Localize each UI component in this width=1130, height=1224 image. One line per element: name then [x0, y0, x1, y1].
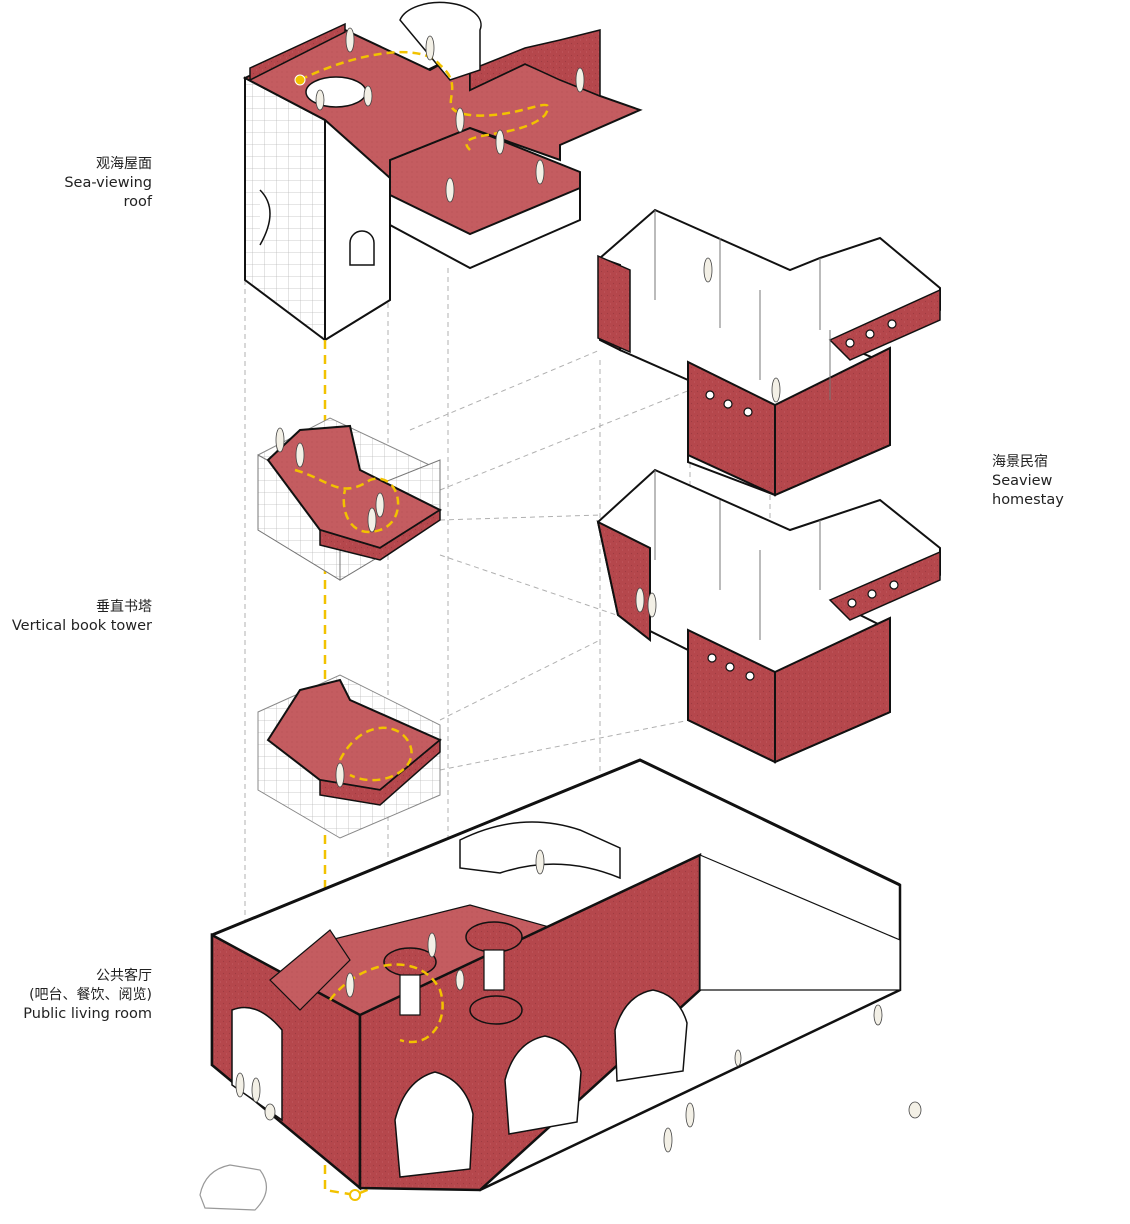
label-roof-en: Sea-viewing roof — [64, 175, 152, 210]
label-living-en: Public living room — [23, 1006, 152, 1022]
book-tower-level-2 — [257, 674, 442, 839]
label-public-living-room: 公共客厅 (吧台、餐饮、阅览) Public living room — [0, 967, 152, 1024]
label-vertical-book-tower: 垂直书塔 Vertical book tower — [0, 598, 152, 636]
label-homestay-en: Seaview homestay — [992, 473, 1064, 508]
label-roof-zh: 观海屋面 — [96, 156, 152, 172]
label-sea-viewing-roof: 观海屋面 Sea-viewing roof — [60, 155, 152, 212]
homestay-level-lower — [596, 468, 941, 764]
label-tower-zh: 垂直书塔 — [96, 599, 152, 615]
label-homestay-zh: 海景民宿 — [992, 454, 1048, 470]
sea-viewing-roof-block — [242, 1, 643, 342]
label-tower-en: Vertical book tower — [11, 618, 152, 634]
label-living-zh: 公共客厅 — [96, 968, 152, 984]
label-seaview-homestay: 海景民宿 Seaview homestay — [992, 453, 1128, 510]
book-tower-level-1 — [257, 417, 443, 581]
label-living-zh-sub: (吧台、餐饮、阅览) — [29, 987, 152, 1003]
public-living-room-block — [199, 758, 922, 1211]
homestay-level-upper — [597, 208, 941, 497]
